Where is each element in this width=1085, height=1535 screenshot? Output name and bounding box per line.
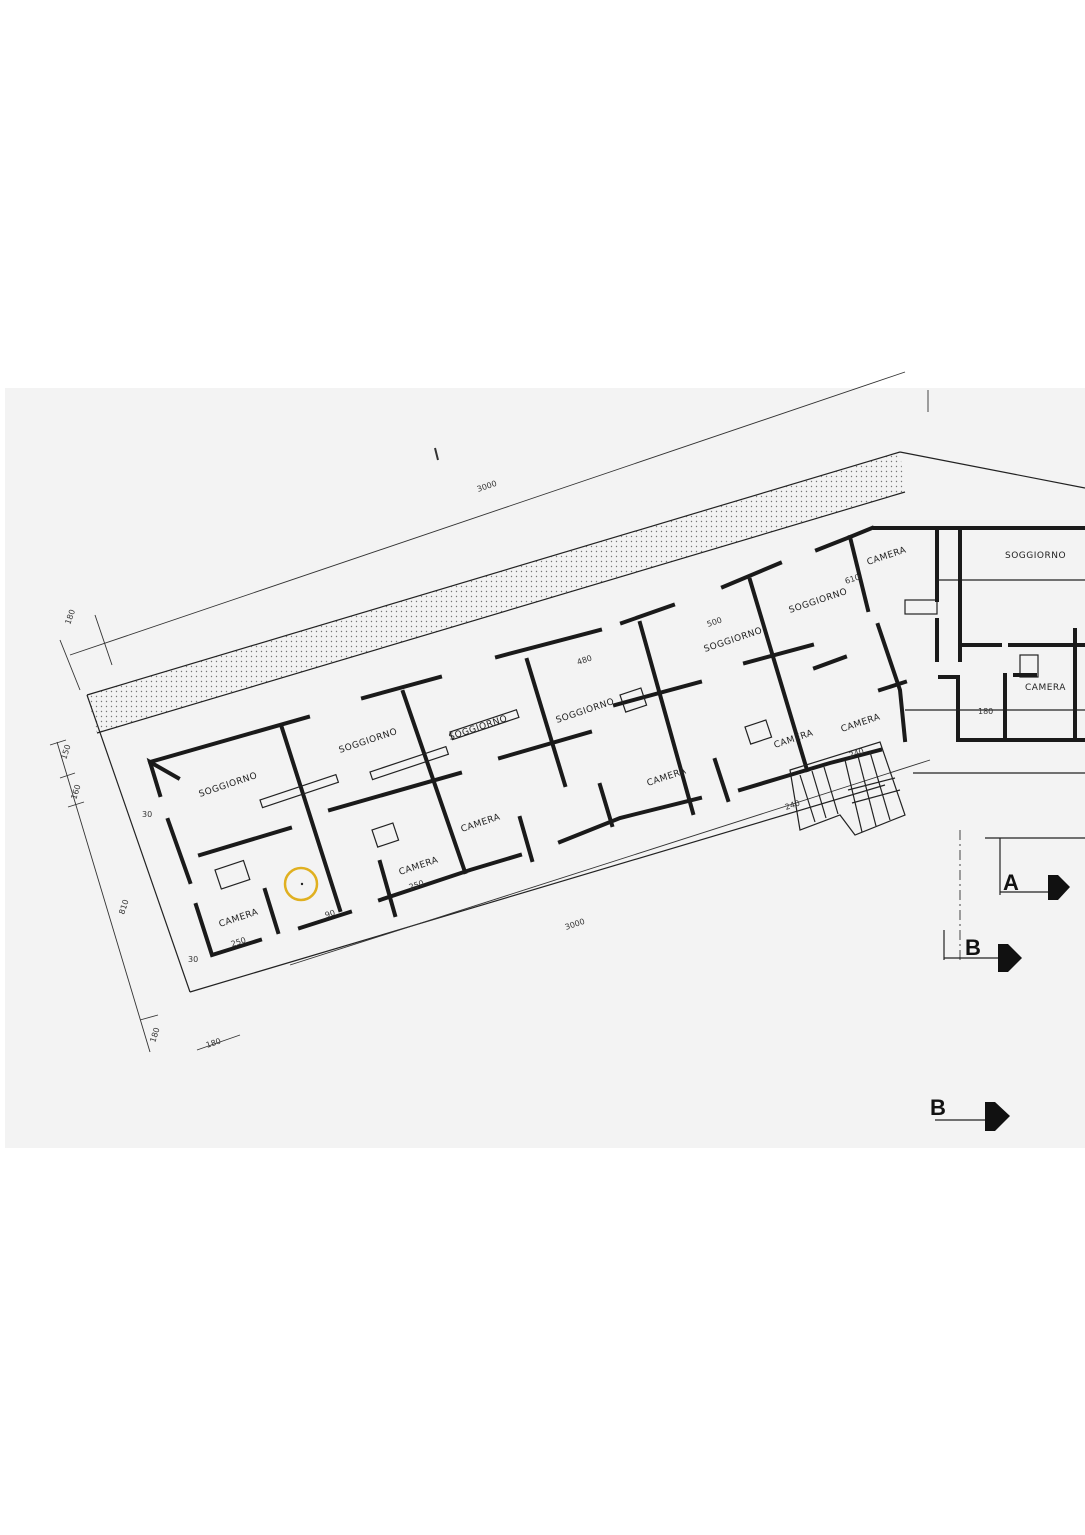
section-marker-a: A [959,830,1085,960]
section-marker-b-lower: B [930,1095,1010,1131]
building-walls [146,525,908,958]
room-soggiorno-right: SOGGIORNO [1005,551,1066,561]
left-dimension-chain: 150 160 810 180 180 [49,739,241,1053]
dim-wall-30-b: 30 [188,955,198,964]
room-camera-right: CAMERA [1025,683,1066,693]
section-a-arrow-icon [1048,875,1070,900]
section-marker-b: B [943,930,1022,972]
section-b2-arrow-icon [985,1102,1010,1131]
lot-boundary [86,451,1085,993]
section-b2-label: B [930,1095,946,1120]
dim-wall-90: 90 [324,908,337,920]
dim-band: 150 [59,743,72,760]
highlight-point [300,882,304,886]
dim-setback-bottom: 180 [148,1026,161,1043]
section-b-arrow-icon [998,944,1022,972]
dim-depth-a: 160 [69,783,82,800]
scanned-sheet [5,388,1085,1148]
section-a-label: A [1003,870,1019,895]
hatched-band [87,452,905,733]
adjacent-building [873,526,1085,742]
entrance-stairs [789,741,906,836]
dim-depth-total: 810 [117,898,130,915]
dim-wall-30: 30 [142,810,152,819]
dim-room-180: 180 [978,707,993,716]
ink-mark [434,447,439,461]
highlight-circle [283,866,319,902]
fixtures [214,599,1039,890]
section-b-label: B [965,935,981,960]
